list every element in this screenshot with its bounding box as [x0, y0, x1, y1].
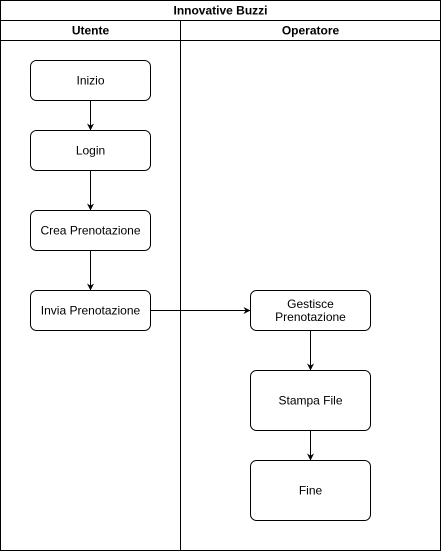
node-gestisce-box — [250, 290, 371, 331]
node-stampa: Stampa File — [250, 370, 371, 431]
node-fine-label: Fine — [299, 484, 323, 498]
node-stampa-label: Stampa File — [278, 394, 342, 408]
node-login-label: Login — [76, 144, 105, 158]
node-invia-box — [30, 290, 151, 331]
lane-utente-title: Utente — [72, 24, 110, 38]
node-crea-box — [30, 210, 151, 251]
node-login-box — [30, 130, 151, 171]
edges — [87, 100, 314, 461]
node-gestisce-label: Gestisce — [287, 297, 334, 311]
node-inizio: Inizio — [30, 60, 151, 101]
node-crea: Crea Prenotazione — [30, 210, 151, 251]
node-fine-box — [250, 460, 371, 521]
node-stampa-box — [250, 370, 371, 431]
node-fine: Fine — [250, 460, 371, 521]
node-inizio-label: Inizio — [76, 74, 104, 88]
node-crea-label: Crea Prenotazione — [40, 224, 140, 238]
pool-title: Innovative Buzzi — [173, 4, 267, 18]
lane-operatore-title: Operatore — [282, 24, 340, 38]
node-inizio-box — [30, 60, 151, 101]
node-login: Login — [30, 130, 151, 171]
node-gestisce-label: Prenotazione — [275, 310, 346, 324]
node-invia: Invia Prenotazione — [30, 290, 151, 331]
node-invia-label: Invia Prenotazione — [41, 304, 141, 318]
